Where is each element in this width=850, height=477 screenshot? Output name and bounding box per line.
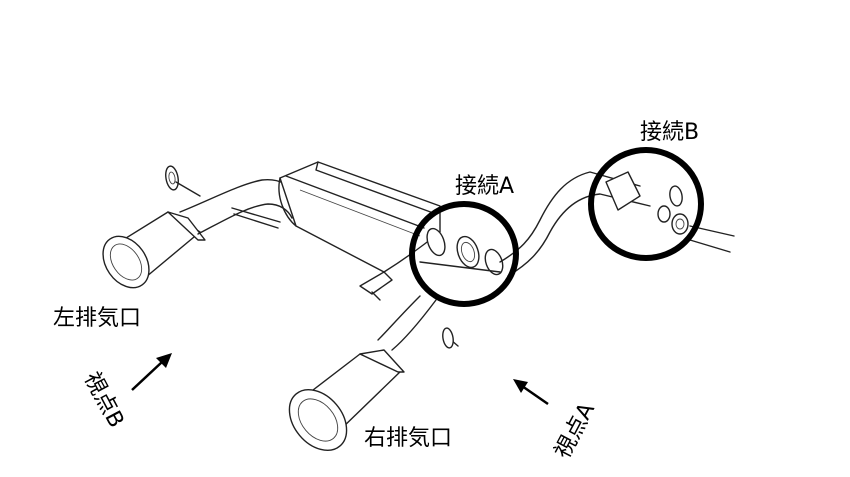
left-hanger bbox=[165, 165, 201, 197]
muffler bbox=[278, 161, 441, 301]
connection-a-parts bbox=[419, 227, 504, 276]
left-tailpipe-tip bbox=[102, 211, 206, 289]
left-pipe bbox=[179, 179, 296, 235]
connection-a-label: 接続A bbox=[455, 174, 515, 199]
right-exhaust-label: 右排気口 bbox=[364, 426, 453, 451]
left-exhaust-label: 左排気口 bbox=[53, 306, 142, 331]
connection-a-highlight bbox=[409, 201, 519, 307]
connection-b-highlight bbox=[588, 147, 704, 261]
viewpoint-b-arrow bbox=[131, 353, 172, 391]
right-hanger bbox=[442, 327, 454, 349]
connection-b-label: 接続B bbox=[640, 120, 700, 145]
connection-b-parts bbox=[605, 171, 689, 235]
right-pipe bbox=[288, 295, 459, 451]
viewpoint-a-arrow bbox=[513, 379, 549, 406]
